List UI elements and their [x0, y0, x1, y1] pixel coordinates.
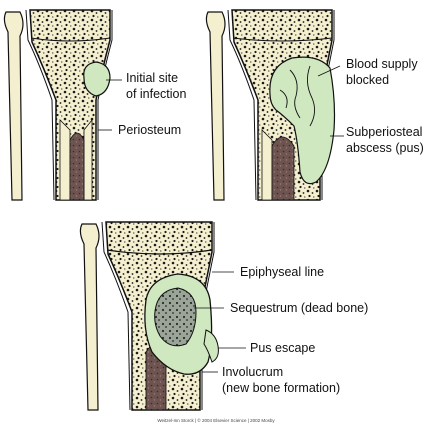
label-periosteum: Periosteum [118, 123, 181, 137]
cortex [261, 129, 273, 201]
epiphyseal-line [30, 37, 111, 42]
sequestrum [154, 287, 197, 347]
marrow-cavity [69, 132, 85, 201]
label-epiphyseal: Epiphyseal line [240, 265, 324, 279]
panel-chronic [79, 221, 246, 411]
subperiosteal-abscess [269, 56, 336, 185]
credit-line: Weitzel-Inn Storck | © 2004 Elsevier Sci… [157, 417, 275, 423]
epiphyseal-line [106, 249, 213, 255]
marrow-cavity [271, 136, 295, 201]
blood-vessels [279, 65, 315, 127]
panel-blocked [205, 9, 344, 201]
label-blood-supply: Blood supply blocked [346, 57, 421, 87]
infection-site [83, 61, 111, 97]
panel-initial [3, 9, 122, 201]
label-initial-site: Initial site of infection [126, 71, 187, 101]
epiphyseal-line [232, 37, 333, 42]
fibula [79, 223, 100, 411]
label-sequestrum: Sequestrum (dead bone) [230, 301, 368, 315]
pus-escape [203, 329, 219, 363]
label-subperiosteal: Subperiosteal abscess (pus) [346, 125, 426, 155]
label-pus-escape: Pus escape [250, 341, 315, 355]
label-involucrum: Involucrum (new bone formation) [222, 365, 340, 395]
fibula [3, 11, 24, 201]
fibula [205, 11, 226, 201]
